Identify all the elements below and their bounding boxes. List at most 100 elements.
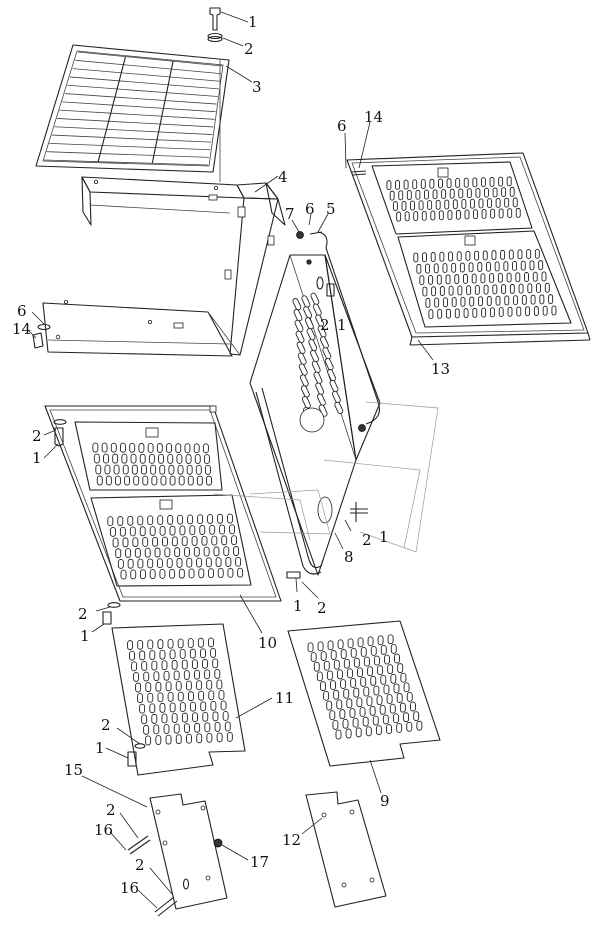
- vent-slot: [316, 393, 326, 406]
- vent-slot: [308, 338, 318, 352]
- vent-slot: [327, 640, 334, 651]
- vent-slot: [439, 286, 445, 296]
- vent-slot: [167, 453, 174, 464]
- vent-slot: [176, 557, 183, 568]
- vent-slot: [359, 707, 366, 717]
- vent-slot: [142, 475, 149, 486]
- vent-slot: [293, 308, 303, 322]
- vent-slot: [372, 715, 379, 726]
- vent-slot: [137, 639, 144, 650]
- vent-slot: [122, 464, 129, 475]
- vent-slot: [352, 717, 359, 728]
- vent-slot: [404, 211, 410, 222]
- vent-slot: [193, 443, 200, 454]
- vent-slot: [320, 681, 326, 692]
- vent-slot: [196, 475, 203, 486]
- vent-slot: [340, 679, 347, 689]
- vent-slot: [347, 668, 353, 679]
- vent-slot: [132, 537, 139, 548]
- vent-slot: [506, 272, 512, 283]
- vent-slot: [366, 696, 373, 707]
- vent-slot: [204, 722, 211, 733]
- vent-slot: [159, 525, 166, 536]
- vent-slot: [507, 306, 513, 317]
- callout-4: 4: [278, 168, 288, 186]
- vent-slot: [198, 690, 205, 701]
- vent-slot: [205, 557, 212, 568]
- vent-slot: [176, 454, 183, 464]
- vent-slot: [425, 297, 431, 308]
- vent-slot: [438, 210, 444, 221]
- vent-slot: [127, 515, 134, 526]
- vent-slot: [412, 179, 418, 190]
- vent-slot: [395, 179, 400, 190]
- vent-slot: [312, 303, 322, 316]
- vent-slot: [432, 189, 438, 200]
- part-13-right-panel: [346, 152, 591, 346]
- vent-slot: [489, 176, 495, 187]
- vent-slot: [548, 294, 554, 305]
- callout-14: 14: [12, 320, 31, 338]
- vent-slot: [332, 719, 339, 730]
- vent-slot: [429, 178, 435, 189]
- vent-slot: [299, 374, 309, 387]
- vent-slot: [418, 200, 424, 211]
- grille-bar: [64, 93, 217, 105]
- vent-slot: [311, 360, 321, 374]
- vent-slot: [475, 187, 481, 198]
- vent-slot: [202, 711, 209, 722]
- vent-slot: [452, 199, 458, 210]
- vent-slot: [521, 294, 527, 305]
- callout-2: 2: [32, 427, 42, 445]
- vent-slot: [115, 475, 121, 486]
- vent-slot: [179, 525, 186, 536]
- vent-slot: [159, 568, 166, 579]
- vent-slot: [465, 250, 471, 261]
- callout-labels: 1 2 3 4 6 14 7 6 5 2 1 6 14 13 2 1 2 1 8…: [12, 13, 450, 897]
- grille-bar: [59, 109, 215, 120]
- vent-slot: [218, 689, 225, 700]
- vent-slot: [121, 453, 128, 464]
- vent-slot: [169, 702, 176, 713]
- vent-slot: [194, 722, 201, 733]
- vent-slot: [223, 546, 230, 557]
- grille-bar: [67, 84, 218, 97]
- vent-slot: [474, 250, 480, 261]
- vent-slot: [164, 547, 171, 558]
- vent-slot: [439, 251, 445, 262]
- vent-slot: [213, 546, 220, 557]
- vent-slot: [189, 525, 196, 536]
- vent-slot: [150, 464, 157, 475]
- vent-slot: [135, 682, 142, 693]
- vent-slot: [434, 297, 440, 308]
- vent-slot: [211, 535, 218, 546]
- vent-slot: [390, 643, 397, 654]
- vent-slot: [474, 284, 480, 295]
- vent-slot: [416, 263, 422, 274]
- grille-bar: [54, 126, 213, 135]
- grille-bar: [51, 134, 212, 143]
- vent-slot: [145, 735, 152, 746]
- vent-slot: [160, 475, 167, 486]
- vent-slot: [295, 330, 305, 343]
- vent-slot: [151, 475, 158, 486]
- vent-slot: [307, 642, 314, 653]
- vent-slot: [177, 691, 184, 702]
- callout-6: 6: [337, 117, 347, 135]
- vent-slot: [113, 464, 120, 475]
- vent-slot: [202, 658, 208, 669]
- vent-slot: [369, 705, 376, 716]
- grille-bar: [49, 142, 211, 151]
- vent-slot: [159, 702, 166, 713]
- vent-slot: [206, 679, 213, 690]
- vent-slot: [203, 546, 210, 557]
- grille-bar: [70, 76, 219, 90]
- vent-slot: [127, 558, 134, 569]
- vent-slot: [469, 198, 475, 209]
- vent-slot: [221, 535, 228, 546]
- vent-slot: [110, 442, 117, 453]
- vent-slot: [169, 568, 176, 579]
- vent-slot: [431, 286, 437, 297]
- vent-slot: [212, 711, 219, 722]
- vent-slot: [538, 260, 544, 271]
